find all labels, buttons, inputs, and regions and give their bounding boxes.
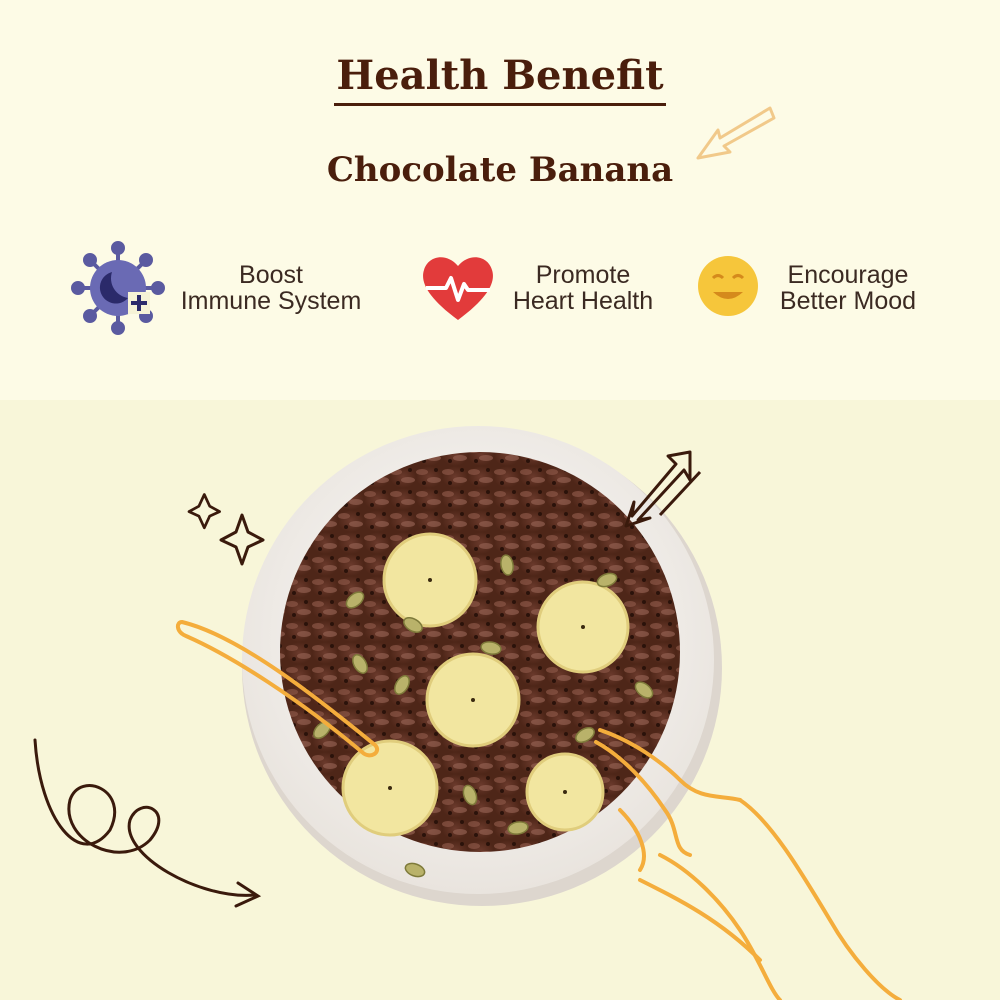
benefit-immune-line1: Boost bbox=[239, 261, 303, 289]
arrow-doodle bbox=[624, 450, 702, 528]
page-title: Health Benefit bbox=[0, 52, 1000, 106]
benefit-heart-line1: Promote bbox=[535, 261, 631, 289]
banana-slices bbox=[341, 532, 630, 837]
benefit-heart-line2: Heart Health bbox=[512, 287, 654, 315]
benefit-mood-text: Encourage Better Mood bbox=[763, 262, 933, 314]
benefit-immune: Boost Immune System bbox=[70, 238, 376, 338]
product-photo-section bbox=[0, 400, 1000, 1000]
product-name: Chocolate Banana bbox=[326, 150, 674, 190]
oatmeal-bowl-image bbox=[33, 426, 902, 1000]
swirl-arrow-doodle bbox=[33, 738, 262, 908]
benefit-immune-line2: Immune System bbox=[180, 287, 362, 315]
benefit-immune-text: Boost Immune System bbox=[166, 262, 376, 314]
header-section: Health Benefit Chocolate Banana Boost bbox=[0, 0, 1000, 400]
heart-pulse-icon bbox=[423, 257, 493, 320]
virus-shield-icon bbox=[71, 241, 165, 335]
benefit-mood-line2: Better Mood bbox=[779, 287, 917, 315]
smiley-face-icon bbox=[698, 256, 758, 316]
hand-doodle bbox=[175, 620, 902, 1000]
benefit-heart-text: Promote Heart Health bbox=[498, 262, 668, 314]
benefit-mood-line1: Encourage bbox=[787, 261, 909, 289]
benefit-mood: Encourage Better Mood bbox=[695, 238, 933, 338]
doodle-arrow-icon bbox=[696, 106, 776, 160]
pumpkin-seeds bbox=[313, 554, 654, 878]
benefit-heart: Promote Heart Health bbox=[418, 238, 668, 338]
sparkle-doodle bbox=[187, 493, 265, 566]
